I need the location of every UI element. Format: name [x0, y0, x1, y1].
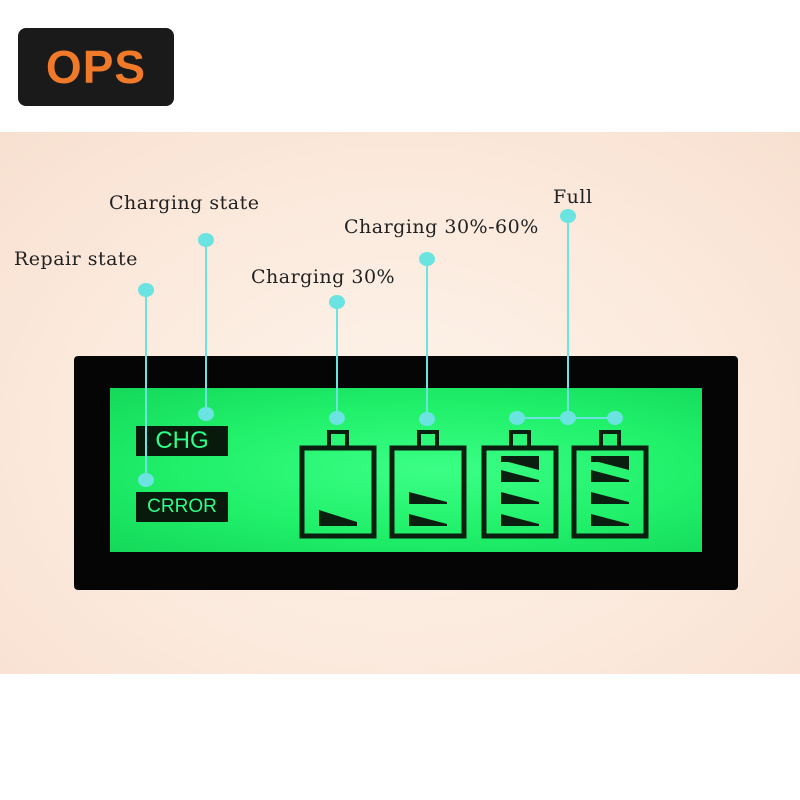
battery-bar-2: [409, 492, 447, 504]
battery-bar-1: [591, 514, 629, 526]
battery-body: [299, 445, 377, 539]
callout-dot-repair-bottom: [138, 473, 154, 487]
battery-bar-cap: [501, 456, 539, 462]
chg-indicator: CHG: [136, 426, 228, 456]
label-full: Full: [553, 186, 593, 208]
callout-dot-full-left: [509, 411, 525, 425]
battery-body: [389, 445, 467, 539]
logo-text: OPS: [45, 41, 147, 93]
chg-text: CHG: [155, 427, 209, 454]
ops-logo: OPS: [18, 28, 174, 106]
callout-dot-charging-bottom: [198, 407, 214, 421]
callout-dot-full-right: [607, 411, 623, 425]
battery-bar-2: [501, 492, 539, 504]
callout-dot-charging30-bottom: [329, 411, 345, 425]
battery-icon-2: [389, 430, 467, 539]
callout-dot-charging-top: [198, 233, 214, 247]
error-text: CRROR: [147, 496, 217, 517]
callout-dot-full-mid: [560, 411, 576, 425]
label-charging-30: Charging 30%: [251, 266, 396, 288]
battery-bar-1: [501, 514, 539, 526]
battery-body: [571, 445, 649, 539]
label-repair-state: Repair state: [14, 248, 138, 270]
battery-icons: [299, 430, 649, 539]
callout-dot-charging3060-top: [419, 252, 435, 266]
battery-bar-cap: [591, 456, 629, 462]
battery-icon-3: [481, 430, 559, 539]
battery-icon-4: [571, 430, 649, 539]
battery-bar-top: [591, 460, 629, 470]
callout-dot-full-top: [560, 209, 576, 223]
battery-icon-1: [299, 430, 377, 539]
battery-bar-3: [501, 470, 539, 482]
battery-bar-2: [591, 492, 629, 504]
callout-dot-repair-top: [138, 283, 154, 297]
callout-lines: [138, 209, 623, 487]
callout-dot-charging30-top: [329, 295, 345, 309]
battery-bar-1: [409, 514, 447, 526]
battery-bar-top: [501, 460, 539, 470]
label-charging-state: Charging state: [109, 192, 260, 214]
callout-dot-charging3060-bottom: [419, 412, 435, 426]
battery-bar-1: [319, 510, 357, 526]
battery-body: [481, 445, 559, 539]
error-indicator: CRROR: [136, 492, 228, 522]
label-charging-30-60: Charging 30%-60%: [344, 216, 539, 238]
battery-bar-3: [591, 470, 629, 482]
